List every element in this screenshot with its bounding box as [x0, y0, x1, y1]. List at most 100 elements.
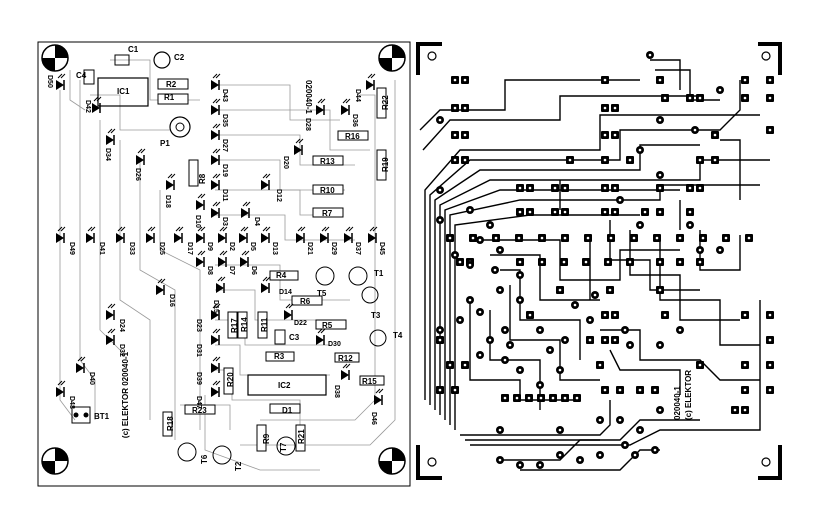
registration-mark-bottom-left [41, 447, 69, 475]
drill-hole [678, 260, 682, 264]
drill-hole [493, 268, 497, 272]
drill-hole [458, 318, 462, 322]
drill-hole [458, 260, 462, 264]
drill-hole [518, 463, 522, 467]
label-d47: D47 [195, 396, 202, 409]
drill-hole [438, 388, 442, 392]
diode-d11 [211, 173, 221, 190]
drill-hole [518, 298, 522, 302]
drill-hole [653, 448, 657, 452]
label-r20: R20 [226, 372, 235, 387]
drill-hole [688, 96, 692, 100]
label-d30: D30 [328, 341, 341, 348]
drill-hole [563, 396, 567, 400]
drill-hole [632, 236, 636, 240]
label-t2: T2 [234, 461, 243, 471]
diode-d37 [344, 226, 354, 243]
diode-d41 [86, 226, 96, 243]
drill-hole [713, 133, 717, 137]
diode-d22 [284, 303, 294, 320]
label-r6: R6 [300, 297, 311, 306]
label-d1: D1 [282, 406, 293, 415]
drill-hole [598, 418, 602, 422]
drill-hole [588, 338, 592, 342]
copper-pads [436, 51, 774, 469]
drill-hole [503, 396, 507, 400]
label-d8: D8 [206, 266, 213, 275]
drill-hole [768, 338, 772, 342]
drill-hole [588, 318, 592, 322]
diode-d50 [56, 73, 66, 90]
diode-d35 [211, 98, 221, 115]
label-d25: D25 [158, 242, 165, 255]
drill-hole [688, 186, 692, 190]
label-r12: R12 [338, 354, 353, 363]
drill-hole [463, 363, 467, 367]
drill-hole [698, 186, 702, 190]
drill-hole [743, 408, 747, 412]
drill-hole [518, 210, 522, 214]
diode-d45 [368, 226, 378, 243]
drill-hole [488, 338, 492, 342]
label-r5: R5 [322, 321, 333, 330]
drill-hole [528, 186, 532, 190]
label-d34: D34 [104, 148, 111, 161]
drill-hole [724, 236, 728, 240]
drill-hole [638, 388, 642, 392]
label-d22: D22 [294, 320, 307, 327]
drill-hole [609, 236, 613, 240]
drill-hole [538, 328, 542, 332]
drill-hole [539, 396, 543, 400]
label-r10: R10 [320, 186, 335, 195]
drill-hole [638, 148, 642, 152]
label-t6: T6 [200, 454, 209, 464]
drill-hole [538, 463, 542, 467]
drill-hole [551, 396, 555, 400]
drill-hole [613, 186, 617, 190]
diode-d12 [261, 173, 271, 190]
label-d23: D23 [195, 319, 202, 332]
drill-hole [698, 260, 702, 264]
label-d33: D33 [128, 242, 135, 255]
label-d2: D2 [228, 242, 235, 251]
label-t4: T4 [393, 331, 403, 340]
drill-hole [562, 260, 566, 264]
drill-hole [618, 388, 622, 392]
label-d38: D38 [333, 385, 340, 398]
label-r2: R2 [166, 80, 177, 89]
drill-hole [494, 236, 498, 240]
label-d24: D24 [118, 319, 125, 332]
c3-capacitor [274, 329, 286, 345]
diode-d6 [240, 250, 250, 267]
drill-hole [468, 298, 472, 302]
label-r15: R15 [362, 377, 377, 386]
label-d17: D17 [186, 242, 193, 255]
label-d13: D13 [271, 242, 278, 255]
drill-hole [768, 96, 772, 100]
label-r3: R3 [274, 352, 285, 361]
drill-hole [584, 260, 588, 264]
label-d20: D20 [282, 156, 289, 169]
drill-hole [453, 78, 457, 82]
drill-hole [603, 133, 607, 137]
p1-potentiometer [169, 116, 191, 138]
label-d29: D29 [330, 242, 337, 255]
diode-d36 [341, 98, 351, 115]
label-ic1: IC1 [117, 87, 130, 96]
diode-d7 [218, 250, 228, 267]
diode-d14 [261, 276, 271, 293]
drill-hole [563, 210, 567, 214]
label-r17: R17 [230, 318, 239, 333]
diode-d17 [174, 226, 184, 243]
label-d10: D10 [194, 215, 201, 228]
label-r4: R4 [276, 271, 287, 280]
drill-hole [463, 133, 467, 137]
drill-hole [598, 453, 602, 457]
drill-hole [573, 303, 577, 307]
diode-d2 [218, 226, 228, 243]
drill-hole [768, 313, 772, 317]
drill-hole [453, 253, 457, 257]
drill-hole [453, 106, 457, 110]
drill-hole [503, 328, 507, 332]
transistor-outlines [177, 266, 387, 465]
